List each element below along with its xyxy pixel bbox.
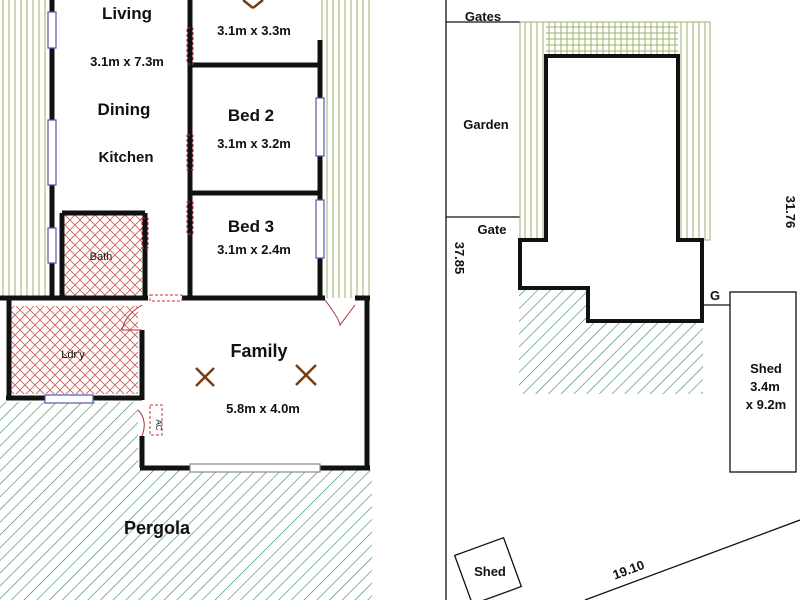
- left-deck: [0, 0, 50, 298]
- laundry-area: [10, 306, 138, 394]
- ceiling-fans: [195, 0, 317, 387]
- bed2-label: Bed 2: [228, 106, 274, 125]
- dim-right: 31.76: [783, 196, 798, 229]
- g-marker: G: [710, 288, 720, 303]
- kitchen-label: Kitchen: [98, 149, 153, 166]
- shed-small-label: Shed: [474, 564, 506, 579]
- gate-label: Gate: [478, 222, 507, 237]
- shed-small: [453, 536, 523, 600]
- ac-tag: AC: [154, 419, 163, 430]
- family-size: 5.8m x 4.0m: [226, 401, 300, 416]
- bed3-label: Bed 3: [228, 217, 274, 236]
- shed-large-label: Shed: [750, 361, 782, 376]
- door-openings: [141, 27, 194, 436]
- windows: [44, 11, 325, 473]
- bed1-size: 3.1m x 3.3m: [217, 23, 291, 38]
- living-size: 3.1m x 7.3m: [90, 54, 164, 69]
- dining-label: Dining: [98, 100, 151, 119]
- dim-left: 37.85: [452, 242, 467, 275]
- right-deck: [322, 0, 370, 298]
- family-label: Family: [230, 341, 287, 361]
- bath-label: Bath: [90, 251, 113, 263]
- gates-label: Gates: [465, 9, 501, 24]
- house-outline: [518, 54, 704, 323]
- shed-large-size-2: x 9.2m: [746, 397, 786, 412]
- shed-large-size-1: 3.4m: [750, 379, 780, 394]
- bath-area: [62, 213, 142, 297]
- living-label: Living: [102, 4, 152, 23]
- shed-large: [729, 291, 797, 473]
- bed3-size: 3.1m x 2.4m: [217, 242, 291, 257]
- laundry-label: Ldr'y: [61, 349, 85, 361]
- floor-plan: Living 3.1m x 7.3m Dining Kitchen 3.1m x…: [0, 0, 372, 600]
- site-plan: Gates Garden Gate G Shed 3.4m x 9.2m She…: [445, 0, 800, 600]
- site-boundary: [445, 0, 800, 600]
- pergola-label: Pergola: [124, 518, 191, 538]
- door-swings: [121, 299, 356, 437]
- bed2-size: 3.1m x 3.2m: [217, 136, 291, 151]
- garden-label: Garden: [463, 117, 509, 132]
